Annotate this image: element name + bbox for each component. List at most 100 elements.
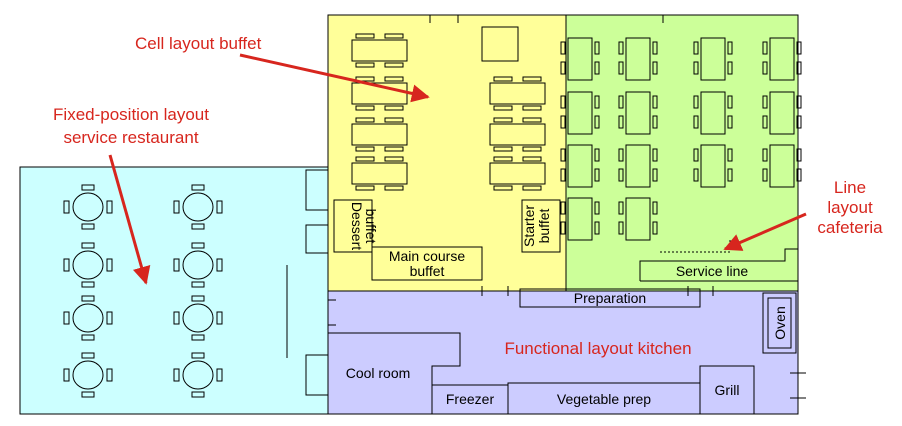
chair [594, 221, 600, 235]
chair [693, 95, 699, 109]
preparation-counter: Preparation [519, 288, 701, 308]
chair [81, 295, 95, 302]
cafeteria-table [560, 144, 600, 188]
main-course-label-1: Main course [389, 248, 465, 264]
chair [618, 168, 624, 182]
chair [81, 334, 95, 341]
chair [63, 258, 70, 272]
chair [594, 61, 600, 75]
chair [106, 200, 113, 214]
fixed-layout-annotation-1: Fixed-position layout [53, 105, 209, 124]
door-ticks [328, 15, 806, 399]
cafeteria-table [762, 37, 802, 81]
chair [594, 115, 600, 129]
chair [652, 148, 658, 162]
chair [796, 41, 802, 55]
functional-layout-annotation: Functional layout kitchen [504, 339, 691, 358]
chair [355, 117, 375, 123]
restaurant-tables [63, 184, 223, 398]
chair [106, 368, 113, 382]
chair [618, 201, 624, 215]
grill-label: Grill [715, 382, 740, 398]
chair [191, 242, 205, 249]
table-top [182, 303, 214, 333]
table-top [182, 192, 214, 222]
dessert-buffet: Dessert buffet [333, 199, 379, 253]
chair [81, 391, 95, 398]
table-top [567, 197, 593, 241]
chair [384, 117, 404, 123]
cafeteria-table [618, 197, 658, 241]
cafeteria-table [560, 197, 600, 241]
line-layout-annotation-2: layout [827, 198, 873, 217]
buffet-tables [351, 33, 546, 191]
chair [191, 295, 205, 302]
cafeteria-table [618, 91, 658, 135]
chair [522, 156, 542, 162]
table-top [625, 91, 651, 135]
cafeteria-tables [560, 37, 802, 241]
cafeteria-table [762, 144, 802, 188]
chair [560, 61, 566, 75]
cafeteria-zone [565, 14, 799, 292]
round-table [63, 242, 113, 288]
chair [522, 117, 542, 123]
chair [652, 41, 658, 55]
chair [81, 281, 95, 288]
cafeteria-table [618, 37, 658, 81]
starter-buffet: Starter buffet [521, 199, 561, 253]
buffet-square-table [481, 26, 519, 62]
cool-room: Cool room [328, 332, 461, 414]
table-top [489, 162, 546, 185]
main-course-buffet: Main course buffet [371, 246, 483, 281]
chair [652, 201, 658, 215]
chair [355, 33, 375, 39]
table-top [625, 144, 651, 188]
chair [762, 61, 768, 75]
chair [796, 148, 802, 162]
cell-layout-annotation: Cell layout buffet [135, 34, 262, 53]
chair [355, 105, 375, 111]
table-top [351, 39, 408, 62]
starter-label-2: buffet [536, 209, 552, 244]
table-top [72, 192, 104, 222]
chair [81, 184, 95, 191]
fixed-layout-annotation-2: service restaurant [63, 128, 198, 147]
chair [762, 148, 768, 162]
preparation-label: Preparation [574, 290, 646, 306]
freezer-label: Freezer [446, 391, 495, 407]
arrow-line-layout [723, 212, 807, 251]
chair [63, 200, 70, 214]
chair [216, 368, 223, 382]
chair [618, 115, 624, 129]
cafeteria-table [762, 91, 802, 135]
chair [384, 33, 404, 39]
chair [81, 223, 95, 230]
chair [355, 76, 375, 82]
chair [173, 368, 180, 382]
chair [384, 105, 404, 111]
table-top [625, 37, 651, 81]
table-top [700, 91, 726, 135]
chair [81, 352, 95, 359]
chair [106, 311, 113, 325]
service-line-label: Service line [676, 263, 749, 279]
cafeteria-table [618, 144, 658, 188]
chair [355, 146, 375, 152]
buffet-table [351, 33, 408, 68]
chair [693, 41, 699, 55]
chair [560, 168, 566, 182]
buffet-table [489, 117, 546, 152]
table-top [769, 37, 795, 81]
chair [560, 115, 566, 129]
round-table [173, 184, 223, 230]
chair [191, 334, 205, 341]
chair [594, 201, 600, 215]
chair [384, 156, 404, 162]
arrow-cell-layout [239, 53, 430, 103]
main-course-label-2: buffet [410, 263, 445, 279]
chair [63, 311, 70, 325]
chair [216, 311, 223, 325]
starter-label-1: Starter [521, 205, 537, 247]
chair [493, 76, 513, 82]
